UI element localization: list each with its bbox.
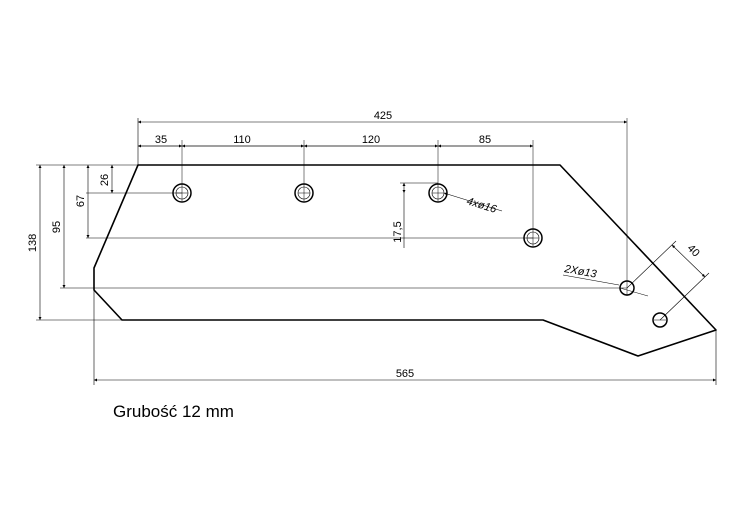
dim-95-label: 95	[51, 221, 63, 233]
dim-height-95: 95	[51, 165, 66, 288]
hole-3	[428, 140, 448, 203]
dim-565-label: 565	[396, 368, 414, 380]
dim-overall-top: 425	[137, 110, 627, 165]
dim-height-67: 67	[75, 165, 90, 238]
dim-425-label: 425	[374, 110, 392, 122]
dim-110-label: 110	[233, 134, 251, 146]
dim-85-label: 85	[479, 134, 491, 146]
hole-5	[619, 118, 649, 297]
dim-138-label: 138	[27, 234, 39, 252]
dim-height-138: 138	[27, 165, 42, 320]
part-outline	[93, 164, 717, 357]
dim-height-26: 26	[99, 165, 114, 193]
callout-holes-13: 2Xø13	[562, 263, 620, 286]
dim-segment-chain: 35 110 120 85	[138, 134, 533, 148]
dim-17-5-label: 17,5	[392, 221, 404, 242]
dim-overall-bottom: 565	[93, 290, 717, 385]
hole-4	[523, 140, 543, 248]
dim-26-label: 26	[99, 174, 111, 186]
callout-holes-16: 4xø16	[443, 192, 503, 216]
callout-13-label: 2Xø13	[562, 263, 598, 281]
hole-2	[294, 140, 314, 203]
thickness-note: Grubość 12 mm	[113, 402, 234, 421]
dim-67-label: 67	[75, 195, 87, 207]
dim-spacing-40: 40	[626, 240, 710, 321]
dim-offset-17-5: 17,5	[392, 182, 438, 248]
dim-35-label: 35	[155, 134, 167, 146]
callout-16-label: 4xø16	[465, 195, 499, 216]
dim-40-label: 40	[685, 242, 702, 259]
dim-120-label: 120	[362, 134, 380, 146]
